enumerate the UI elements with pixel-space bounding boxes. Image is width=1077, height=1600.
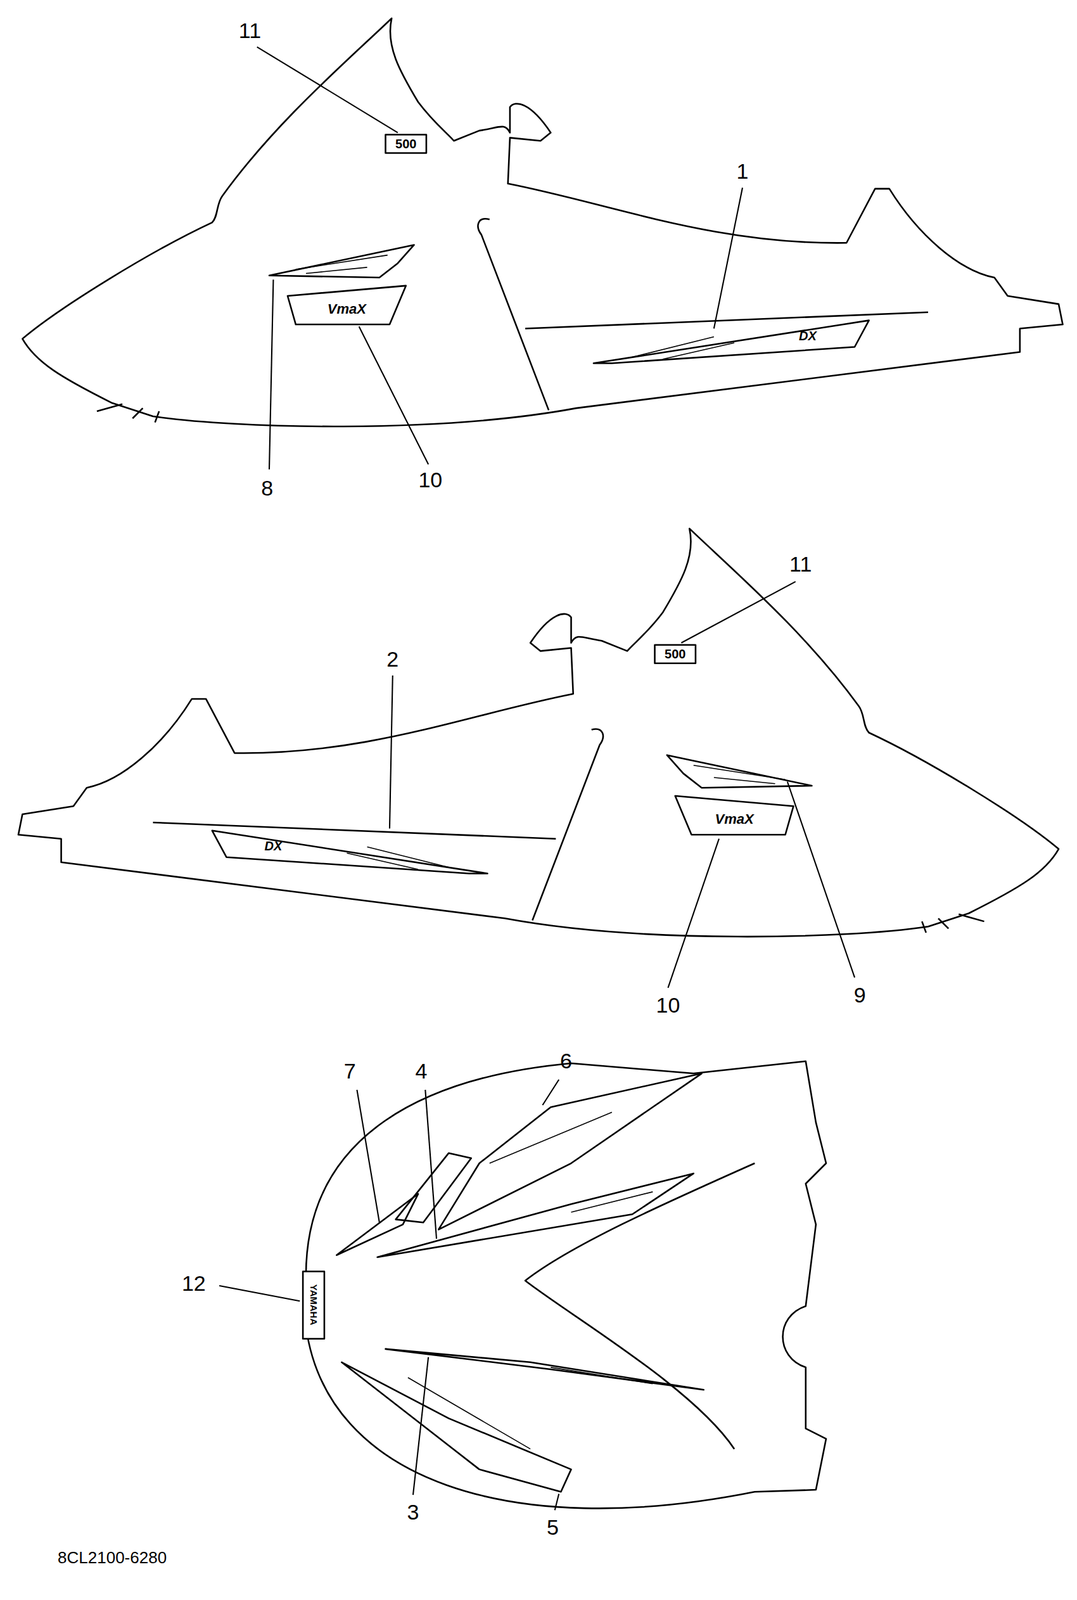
callout-number: 11: [789, 553, 812, 575]
callout-number: 10: [418, 468, 443, 491]
callout-number: 2: [386, 648, 399, 670]
callout-number: 4: [414, 1059, 427, 1082]
badge-text: 500: [395, 137, 417, 151]
badge-text: 500: [664, 647, 686, 661]
callout-number: 9: [853, 983, 867, 1006]
callout-number: 8: [261, 477, 274, 499]
decal-text: VmaX: [327, 302, 367, 317]
decal-text: DX: [264, 839, 283, 853]
callout-number: 5: [546, 1516, 559, 1538]
callout-number: 1: [736, 160, 749, 182]
decal-text: VmaX: [715, 812, 754, 827]
callout-number: 10: [656, 994, 681, 1016]
decal-text: DX: [798, 329, 817, 343]
callout-number: 7: [344, 1059, 357, 1082]
callout-number: 6: [560, 1049, 573, 1072]
callout-number: 11: [238, 19, 262, 42]
brand-text: YAMAHA: [309, 1284, 319, 1325]
callout-number: 12: [181, 1272, 206, 1294]
callout-number: 3: [407, 1500, 420, 1523]
figure-code: 8CL2100-6280: [57, 1548, 167, 1566]
